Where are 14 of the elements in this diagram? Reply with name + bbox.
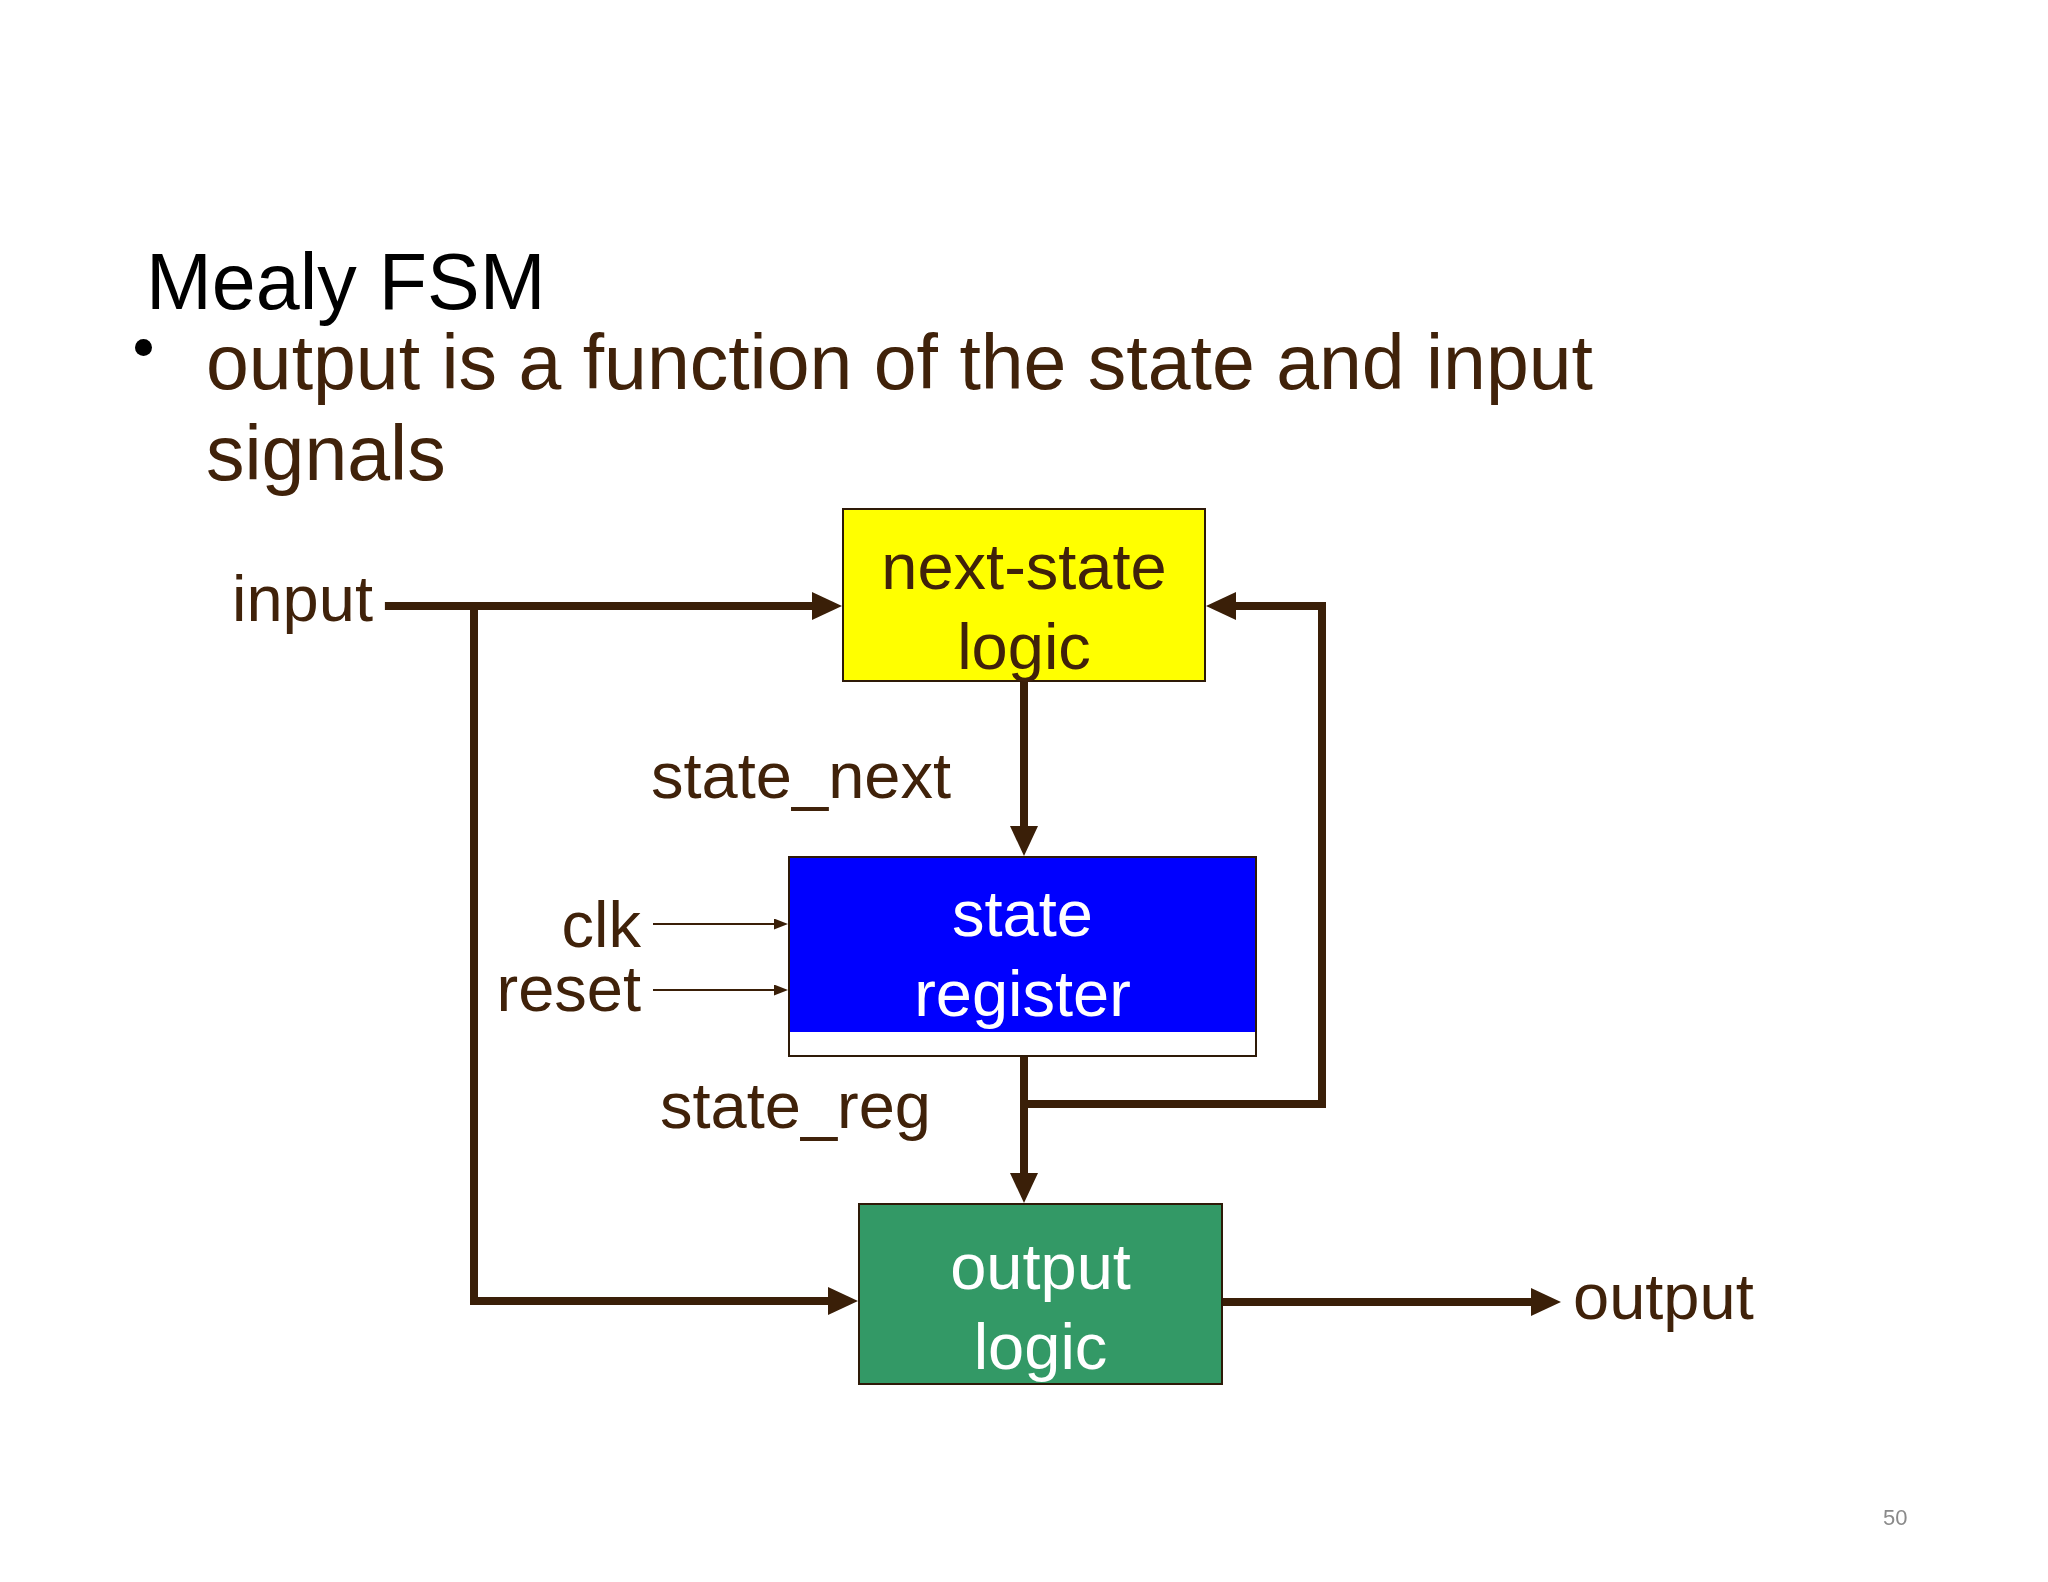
- arrow: [652, 918, 788, 930]
- arrow: [1010, 682, 1038, 856]
- signal-label: input: [232, 562, 373, 637]
- register-block: [788, 856, 1257, 1057]
- block-label: output logic: [949, 1229, 1132, 1385]
- block-label: state register: [913, 876, 1132, 1032]
- arrow: [652, 984, 788, 996]
- logic-block: [842, 508, 1206, 682]
- arrow: [1223, 1288, 1561, 1316]
- arrow: [1020, 592, 1326, 1108]
- page-number: 50: [1883, 1505, 1908, 1532]
- block-label: next-state logic: [880, 529, 1168, 685]
- signal-label: output: [1573, 1260, 1754, 1335]
- logic-block: [858, 1203, 1223, 1385]
